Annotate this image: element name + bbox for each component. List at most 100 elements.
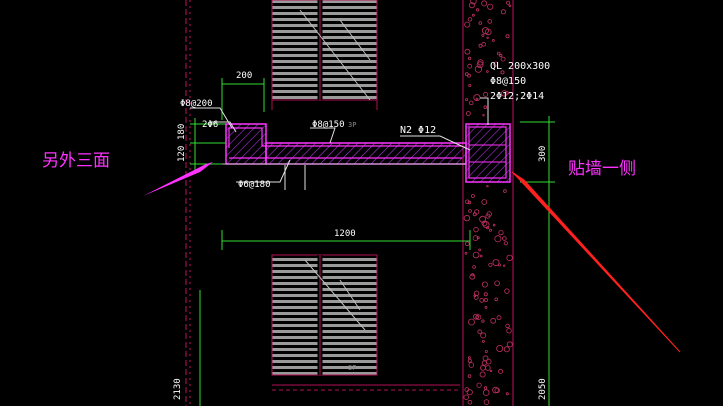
aggregate-dot [482,113,485,117]
aggregate-dot [481,33,485,37]
aggregate-dot [472,265,476,269]
aggregate-dot [479,254,483,258]
aggregate-dot [483,91,489,97]
annotation-right-text: 贴墙一侧 [568,159,636,179]
dim-180-label: 180 [177,124,187,140]
aggregate-dot [468,2,475,9]
aggregate-dot [470,194,475,198]
aggregate-dot [498,368,504,374]
aggregate-dot [483,105,488,109]
aggregate-dot [481,281,488,288]
aggregate-dot [493,61,499,67]
aggregate-dot [505,323,510,329]
aggregate-dot [506,341,513,348]
aggregate-dot [467,56,472,61]
aggregate-dot [481,319,485,323]
aggregate-dot [505,34,510,39]
aggregate-dot [496,51,501,56]
aggregate-dot [470,0,477,5]
aggregate-dot [464,48,471,55]
aggregate-dot [480,364,486,371]
aggregate-dot [494,235,502,243]
annotation-left-text: 另外三面 [42,151,110,171]
right-arrow [511,171,681,353]
aggregate-dot [503,241,508,246]
dim-2050-label: 2050 [538,378,548,400]
aggregate-dot [463,214,471,222]
aggregate-dot [506,254,513,262]
aggregate-dot [481,339,485,343]
aggregate-dot [496,344,504,352]
aggregate-dot [475,8,480,12]
aggregate-dot [472,235,479,241]
aggregate-dot [481,220,488,227]
aggregate-dot [478,21,483,25]
rebar-2-6-label: 2Φ6 [202,120,218,130]
leader-lines [190,97,489,190]
platform-slab [219,123,511,183]
aggregate-dot [482,389,490,396]
right-concrete-wall [462,0,514,406]
aggregate-dot [464,241,470,247]
aggregate-dot [492,223,496,227]
cad-labels: 200 Φ8@200 2Φ6 180 120 Φ8@150 3P N2 Φ12 … [173,61,550,400]
rebar-8-150-mid-label: Φ8@150 [312,120,345,130]
dimension-lines [190,78,555,406]
aggregate-dot [477,329,483,335]
aggregate-dot [479,371,486,378]
aggregate-dot [504,91,509,95]
left-wall-lines [185,0,191,406]
aggregate-dot [468,100,474,106]
aggregate-dot [486,70,489,73]
aggregate-dot [469,273,476,280]
aggregate-dot [480,332,487,339]
aggregate-dot [492,386,499,394]
aggregate-dot [490,317,497,324]
aggregate-dot [483,292,488,297]
aggregate-dot [504,288,510,294]
aggregate-dot [472,251,480,259]
aggregate-dot [464,21,471,28]
aggregate-dot [478,43,483,48]
aggregate-dot [476,382,482,388]
aggregate-dot [481,27,489,35]
dim-1200-label: 1200 [334,229,356,239]
ql-title-label: QL 200x300 [490,61,550,72]
aggregate-dot [498,230,504,236]
aggregate-dot [483,386,488,390]
aggregate-dot [494,280,500,287]
mark-3p-top: 3P [348,121,356,129]
aggregate-dot [499,53,503,58]
aggregate-dot [474,209,480,215]
aggregate-dot [475,97,479,101]
aggregate-dot [471,13,475,17]
aggregate-dot [506,328,512,334]
aggregate-dot [483,399,490,405]
dim-2130-label: 2130 [173,378,183,400]
aggregate-dot [503,264,506,267]
aggregate-dot [494,297,499,302]
aggregate-dot [479,215,487,223]
aggregate-dot [479,298,485,303]
aggregate-dot [468,209,472,213]
annotation-arrows [143,162,681,353]
aggregate-dot [503,189,507,193]
aggregate-dot [472,313,479,320]
concrete-aggregate-dots [463,0,513,405]
aggregate-dot [489,369,493,373]
aggregate-dot [501,90,508,97]
aggregate-dot [468,318,475,326]
aggregate-dot [486,36,489,40]
aggregate-dot [464,199,470,205]
dim-120-label: 120 [177,146,187,162]
aggregate-dot [484,349,488,353]
aggregate-dot [500,70,505,75]
aggregate-dot [464,251,468,255]
dim-200-label: 200 [236,71,252,81]
left-arrow [143,162,213,196]
aggregate-dot [481,199,488,205]
aggregate-dot [482,221,490,229]
ql-stirrup-label: Φ8@150 [490,76,526,87]
